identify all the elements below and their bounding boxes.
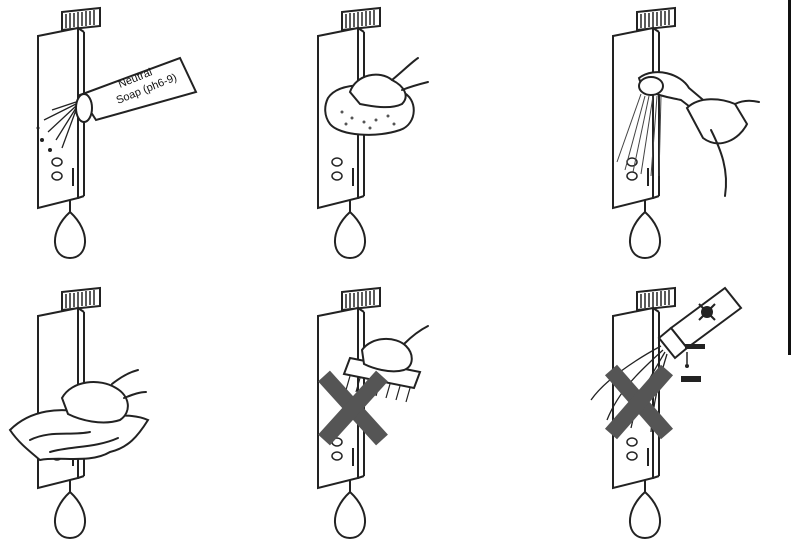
- panel-dry-cloth: [0, 280, 200, 551]
- skull-hazard-icon: [699, 304, 715, 320]
- dry-cloth-illustration: [0, 280, 200, 551]
- sponge-illustration: [280, 0, 480, 270]
- panel-no-brush: [280, 280, 480, 551]
- panel-neutral-soap: Neutral Soap (ph6-9): [0, 0, 200, 270]
- right-border-divider: [788, 0, 791, 355]
- rinse-illustration: [575, 0, 775, 270]
- no-brush-illustration: [280, 280, 480, 551]
- neutral-soap-illustration: Neutral Soap (ph6-9): [0, 0, 200, 270]
- no-chemicals-illustration: [575, 280, 775, 551]
- panel-sponge: [280, 0, 480, 270]
- panel-rinse: [575, 0, 775, 270]
- panel-no-chemicals: [575, 280, 775, 551]
